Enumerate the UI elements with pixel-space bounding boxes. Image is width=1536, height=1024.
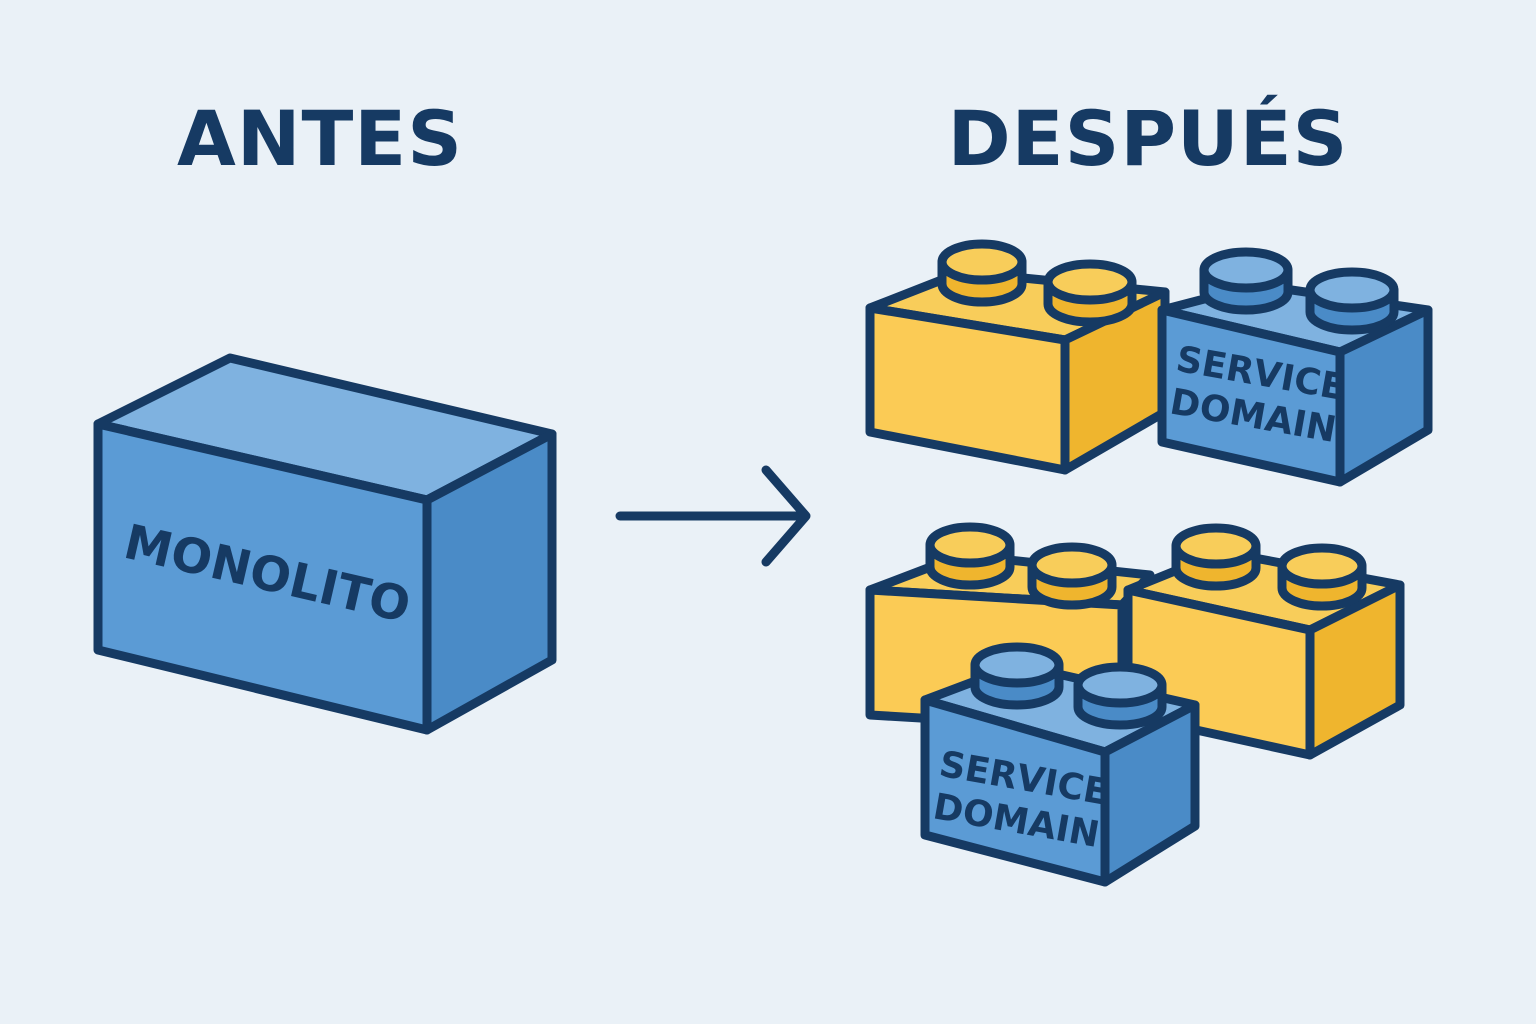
stud — [1027, 542, 1117, 610]
stud — [1199, 247, 1293, 315]
stud — [1043, 259, 1137, 327]
monolith-block: MONOLITO — [93, 353, 557, 735]
stud — [1305, 267, 1399, 335]
right-arrow-icon — [615, 465, 811, 567]
heading-despues: DESPUÉS — [948, 94, 1349, 183]
stud — [1073, 662, 1167, 730]
stud — [925, 522, 1015, 590]
service-domain-brick-1: SERVICE DOMAIN — [1157, 247, 1433, 487]
stud — [1277, 543, 1367, 611]
monolith-side-face — [422, 429, 557, 735]
stud — [937, 239, 1027, 307]
service-domain-brick-2: SERVICE DOMAIN — [920, 642, 1200, 887]
heading-antes: ANTES — [177, 94, 463, 183]
yellow-brick-1 — [865, 239, 1170, 475]
stud — [970, 642, 1064, 710]
stud — [1171, 523, 1261, 591]
